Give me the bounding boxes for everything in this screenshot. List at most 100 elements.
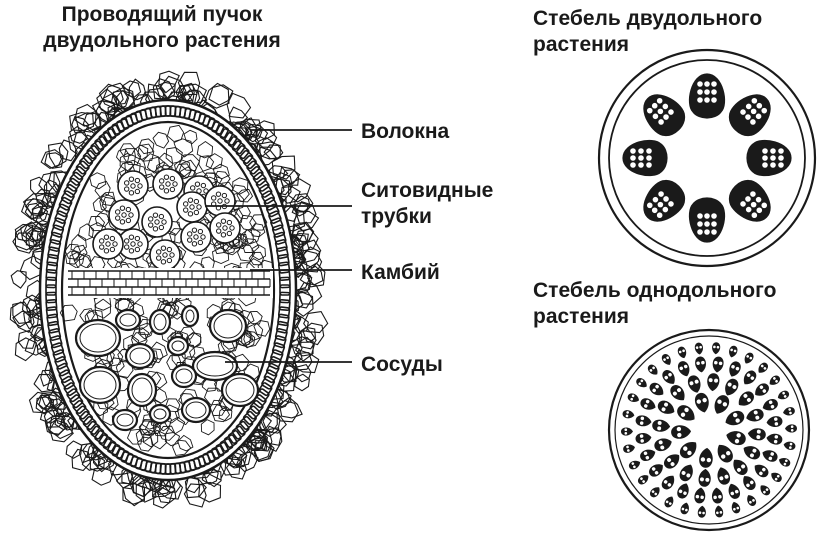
monocot-bundle (699, 447, 713, 468)
parenchyma-cell (250, 436, 273, 462)
sieve-pore (134, 177, 141, 184)
inner-cell (253, 320, 271, 337)
dicot-bundle-cell (740, 109, 746, 115)
dicot-bundle-cell (745, 103, 752, 110)
monocot-bundle (726, 431, 746, 446)
sieve-pore (169, 175, 176, 182)
sieve-pore (137, 183, 143, 189)
monocot-bundle (623, 444, 635, 453)
monocot-bundle-cell (640, 416, 645, 421)
dicot-bundle-shape (622, 139, 668, 177)
monocot-bundle-cell (683, 446, 688, 451)
monocot-bundle-shape (649, 487, 660, 498)
vascular-bundle (9, 70, 329, 509)
fiber-cell (60, 190, 75, 205)
monocot-bundle (762, 450, 778, 462)
inner-cell (138, 322, 155, 340)
sieve-pore (186, 237, 193, 243)
monocot-bundle-cell (733, 412, 738, 418)
monocot-bundle-cell (687, 450, 692, 456)
fiber-cell (86, 145, 101, 160)
monocot-bundle-cell (746, 373, 751, 377)
monocot-bundle (728, 483, 741, 499)
dicot-stem-cross-section (597, 48, 817, 268)
monocot-bundle-shape (661, 475, 675, 490)
monocot-bundle-shape (657, 400, 675, 414)
monocot-bundle-shape (670, 385, 685, 401)
sieve-pore (197, 228, 204, 235)
sieve-pore (193, 234, 199, 240)
dicot-bundle (643, 94, 686, 137)
dicot-bundle-cell (630, 162, 636, 168)
monocot-bundle-cell (640, 439, 644, 443)
monocot-bundle-cell (790, 428, 794, 432)
monocot-bundle (743, 370, 757, 385)
dicot-bundle (728, 94, 771, 137)
monocot-bundle-shape (726, 431, 746, 446)
fiber-cell (52, 217, 66, 231)
monocot-bundle (671, 425, 692, 439)
dicot-bundle-cell (652, 113, 659, 120)
inner-cell (250, 223, 266, 238)
dicot-bundle-cell (755, 196, 762, 203)
sclerenchyma-ring (45, 105, 291, 475)
fiber-cell (45, 298, 58, 312)
dicot-bundle-cell (697, 97, 703, 103)
monocot-bundle (664, 496, 674, 508)
monocot-bundle (733, 459, 748, 475)
vessel (111, 408, 139, 432)
inner-cell (246, 322, 264, 341)
parenchyma-cell (75, 112, 101, 133)
parenchyma-cell (54, 412, 76, 431)
monocot-bundle-cell (678, 350, 682, 354)
sieve-pore (163, 174, 170, 180)
monocot-bundle-cell (733, 349, 737, 353)
monocot-bundle-shape (744, 352, 754, 364)
monocot-bundle-cell (625, 414, 629, 418)
monocot-bundle-shape (766, 433, 783, 445)
sieve-pore (125, 206, 132, 213)
monocot-bundle-shape (714, 395, 730, 414)
dicot-bundle-cell (646, 148, 652, 154)
monocot-bundle-shape (649, 382, 664, 396)
parenchyma-cell (258, 412, 281, 438)
fiber-cell (48, 239, 62, 252)
monocot-bundle-cell (789, 446, 792, 449)
inner-cell (212, 163, 230, 180)
monocot-bundle-shape (698, 468, 711, 487)
label-sieve-line-2: трубки (361, 205, 432, 228)
monocot-bundle-shape (677, 346, 687, 359)
monocot-bundle-cell (762, 467, 766, 472)
monocot-bundle-cell (644, 404, 648, 408)
monocot-bundle (743, 446, 761, 460)
fiber-cell (231, 425, 246, 440)
monocot-bundle-cell (639, 421, 644, 425)
monocot-bundle-shape (717, 444, 733, 463)
monocot-bundle-cell (730, 491, 735, 496)
sieve-pore (224, 198, 230, 204)
parenchyma-cell (30, 176, 48, 197)
sieve-pore (137, 241, 143, 247)
monocot-bundle-shape (697, 505, 706, 518)
parenchyma-cell (14, 223, 34, 242)
fiber-cell (261, 375, 276, 390)
monocot-bundle (707, 373, 720, 392)
fiber-cell (50, 224, 65, 238)
dicot-bundle-cell (662, 103, 669, 110)
monocot-bundle-cell (696, 361, 700, 365)
monocot-bundle (747, 495, 757, 506)
monocot-bundle-cell (750, 480, 754, 485)
dicot-bundle-cell (751, 212, 758, 219)
dicot-bundle-cell (697, 221, 703, 227)
dicot-bundle-cell (770, 162, 776, 168)
fiber-cell (277, 253, 290, 267)
monocot-bundle (712, 356, 724, 373)
sieve-pore (200, 182, 207, 189)
fiber-cell (82, 415, 97, 431)
dicot-bundle-cell (740, 201, 746, 207)
monocot-bundle-cell (763, 367, 767, 370)
inner-cell (173, 138, 194, 158)
parenchyma-cell (46, 417, 66, 435)
parenchyma-cell (49, 419, 74, 443)
inner-cell (241, 238, 260, 253)
